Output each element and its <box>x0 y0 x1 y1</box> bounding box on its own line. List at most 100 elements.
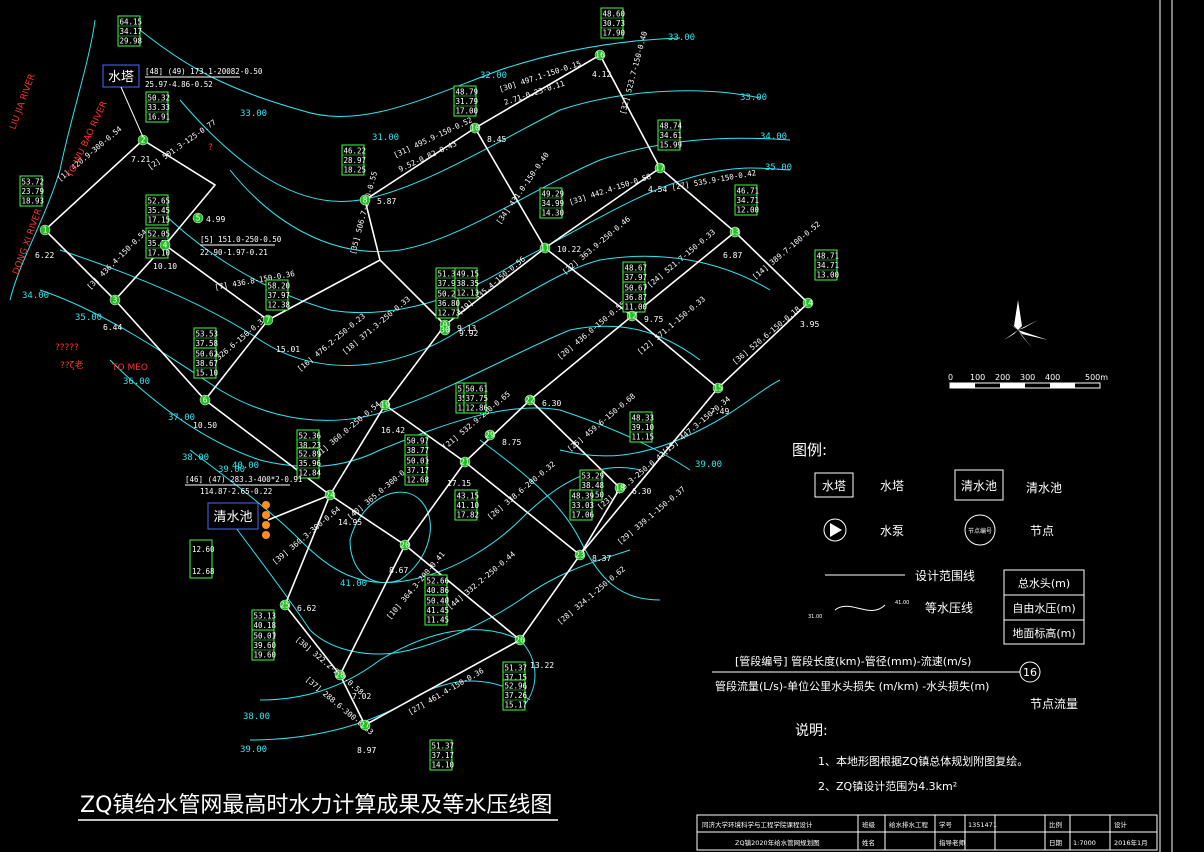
network-node <box>359 719 371 731</box>
node-box-value: 51.37 <box>505 664 528 673</box>
contour-label: 34.00 <box>760 132 787 142</box>
legend-title: 图例: <box>792 441 827 459</box>
node-box <box>296 447 320 479</box>
contour-label: 32.00 <box>480 71 507 81</box>
node-box-value: 11.15 <box>632 433 655 442</box>
callout-text: [5] 151.0-250-0.50 <box>200 235 282 244</box>
svg-text:[25] 459.6-150-0.68: [25] 459.6-150-0.68 <box>566 391 638 453</box>
node-box-value: 11.00 <box>625 303 648 312</box>
node-box-value: 37.97 <box>625 273 648 282</box>
drawing-title: ZQ镇给水管网最高时水力计算成果及等水压线图 <box>78 793 558 821</box>
node-box-value: 48.60 <box>603 10 626 19</box>
node-box-value: 39.60 <box>254 641 277 650</box>
key-row: 总水头(m) <box>1018 576 1070 590</box>
node-id: 26 <box>515 636 525 645</box>
contour-label: 38.00 <box>243 712 270 722</box>
node-box <box>341 144 365 176</box>
node-box-value: 35.59 <box>148 239 171 248</box>
legend-contour-value: 41.00 <box>895 600 909 606</box>
node-box-value: 36.87 <box>625 293 648 302</box>
note-item: 1、本地形图根据ZQ镇总体规划附图复绘。 <box>818 754 1028 768</box>
legend-item-label: 水泵 <box>880 524 904 538</box>
node-box-value: 34.71 <box>817 261 840 270</box>
node-box <box>251 629 275 661</box>
contour-label: 36.00 <box>123 377 150 387</box>
contour-label: 35.00 <box>75 313 102 323</box>
node-box-value: 12.84 <box>299 469 322 478</box>
node-box-value: 37.58 <box>196 339 219 348</box>
node-box <box>454 489 478 521</box>
node-box-value: 14.10 <box>432 761 455 770</box>
legend-contour-value: 31.00 <box>808 614 822 620</box>
node-box-value: 18.93 <box>22 197 45 206</box>
scale-tick: 0 <box>948 373 953 382</box>
node-box-value: 12.86 <box>466 404 489 413</box>
node-box <box>145 91 169 123</box>
node-box-value: 12.13 <box>457 289 480 298</box>
node-box <box>145 194 169 226</box>
key-row: 自由水压(m) <box>1012 601 1075 615</box>
node-box-value: 50.21 <box>438 290 461 299</box>
legend-symbol-text: 节点编号 <box>968 527 992 535</box>
node-id: 4 <box>163 241 168 250</box>
node-box-value: 11.45 <box>427 616 450 625</box>
node-box-value: 48.39 <box>572 492 595 501</box>
node-box-value: 38.23 <box>299 441 322 450</box>
node-box-value: 12.00 <box>737 206 760 215</box>
node-flow: 6.44 <box>103 323 122 332</box>
node-box-value: 33.33 <box>148 103 171 112</box>
node-box-value: 18.25 <box>344 166 367 175</box>
tb-cell: 姓名 <box>862 838 875 847</box>
page-title: ZQ镇给水管网最高时水力计算成果及等水压线图 <box>80 793 552 818</box>
node-id: 7 <box>266 316 271 325</box>
network-node <box>109 294 121 306</box>
network-node <box>159 239 171 251</box>
node-flow: 4.12 <box>592 70 611 79</box>
node-box <box>539 187 563 219</box>
node-flow: 9.75 <box>644 315 663 324</box>
node-flow: 4.99 <box>206 215 225 224</box>
network-node <box>359 194 371 206</box>
node-box-value: 52.36 <box>299 432 322 441</box>
network-node <box>514 634 526 646</box>
svg-text:[44] 332.2-250-0.44: [44] 332.2-250-0.44 <box>446 549 518 611</box>
node-id: 18 <box>615 484 625 493</box>
notes: 说明: 1、本地形图根据ZQ镇总体规划附图复绘。 2、ZQ镇设计范围为4.3km… <box>795 723 1028 793</box>
node-box-value: 17.06 <box>572 511 595 520</box>
node-id: 12 <box>627 312 637 321</box>
network-node <box>334 669 346 681</box>
network-node <box>626 310 638 322</box>
svg-text:[3] 436.4-150-0.54: [3] 436.4-150-0.54 <box>85 227 149 291</box>
node-flow: 5.87 <box>377 197 396 206</box>
node-box <box>463 382 487 414</box>
scale-bar: 0 100 200 300 400 500m <box>948 373 1108 389</box>
node-data-boxes: 64.1534.1729.9850.3233.3316.9148.6030.73… <box>19 7 840 771</box>
tb-cell: 2016年1月 <box>1114 838 1148 847</box>
node-box-value: 40.86 <box>427 586 450 595</box>
node-id: 8 <box>363 196 368 205</box>
node-box-value: 64.15 <box>120 18 143 27</box>
water-tower-label: 水塔 <box>108 70 134 85</box>
legend-item-label: 水塔 <box>880 479 904 493</box>
node-flow: 3.95 <box>800 320 819 329</box>
network-node <box>262 314 274 326</box>
node-box-value: 37.17 <box>407 466 430 475</box>
node-box-value: 17.15 <box>148 216 171 225</box>
pipe-format-line2: 管段流量(L/s)-单位公里水头损失 (m/km) -水头损失(m) <box>715 679 989 693</box>
node-flow-number: 16 <box>1023 666 1037 679</box>
network-node <box>137 134 149 146</box>
node-box-value: 38.48 <box>582 481 605 490</box>
contour-labels: 33.00 32.00 33.00 31.00 33.00 34.00 35.0… <box>22 33 792 755</box>
network-node <box>574 549 586 561</box>
contour-label: 39.00 <box>218 465 245 475</box>
node-flow: 13.22 <box>530 661 554 670</box>
node-box-value: 30.73 <box>603 19 626 28</box>
node-box-value: 53.13 <box>254 612 277 621</box>
north-arrow-icon <box>1004 300 1048 348</box>
node-box-value: 52.05 <box>148 230 171 239</box>
node-box <box>600 7 624 39</box>
node-flow: 7.21 <box>131 155 150 164</box>
node-box-value: 41.45 <box>427 606 450 615</box>
node-id: 17 <box>655 164 665 173</box>
